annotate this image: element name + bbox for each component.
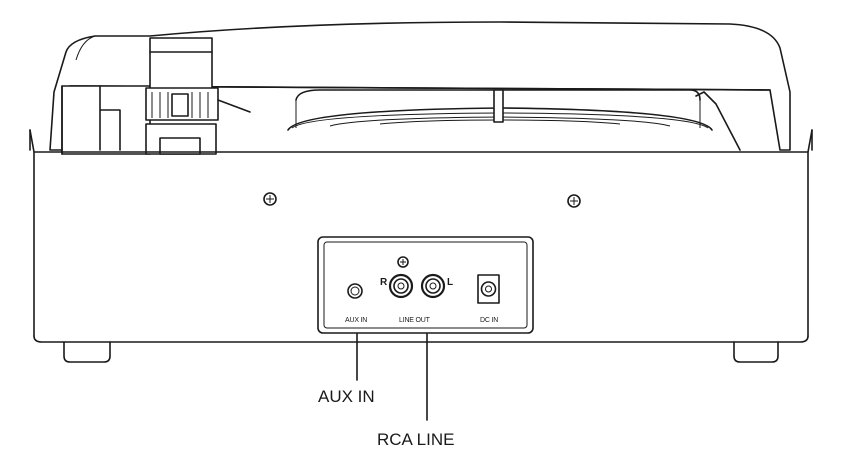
aux-in-panel-label: AUX IN (345, 317, 367, 324)
panel-screw (397, 256, 409, 268)
foot-left (63, 341, 111, 363)
screw-right (567, 194, 581, 208)
line-out-panel-label: LINE OUT (399, 317, 431, 324)
tonearm-assembly (61, 37, 251, 155)
rca-right-letter: R (380, 277, 388, 288)
dc-in-panel-label: DC IN (480, 317, 498, 324)
connector-panel: R L AUX IN LINE OUT DC IN (317, 236, 534, 334)
foot-right (733, 341, 779, 363)
aux-in-jack (347, 283, 363, 299)
aux-in-callout: AUX IN (318, 387, 375, 406)
lid-hinge-right (695, 91, 741, 151)
platter (287, 89, 713, 131)
rca-left-letter: L (447, 277, 453, 288)
screw-left (263, 192, 277, 206)
rca-line-callout: RCA LINE (377, 430, 454, 449)
cabinet-body (29, 129, 813, 343)
rca-right-jack (388, 273, 414, 299)
dc-in-jack (477, 274, 500, 304)
rca-left-jack (420, 273, 446, 299)
